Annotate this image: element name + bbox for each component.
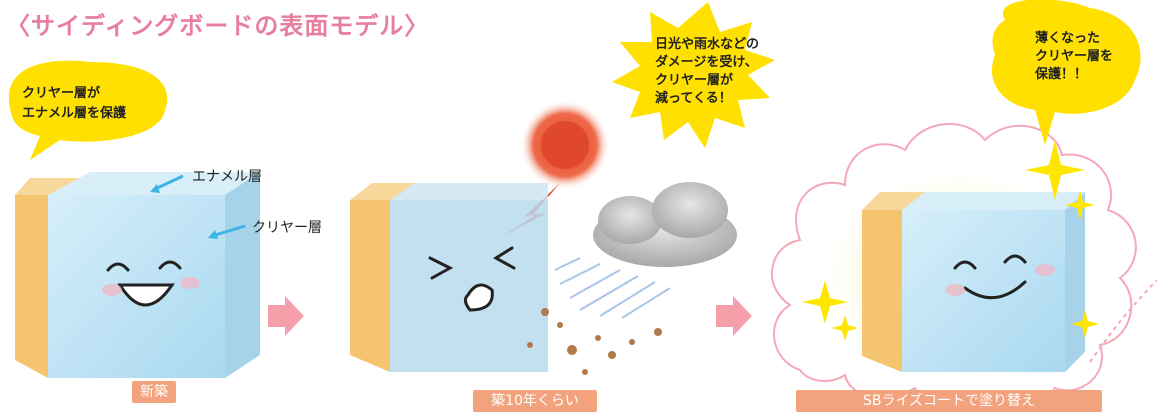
stage-label-recoated: SBライズコートで塗り替え [796,390,1102,412]
bubble-middle-line-4: 減ってくる！ [655,90,732,106]
sparkle-icon [802,140,1099,341]
bubble-right-line-1: 薄くなった [1035,30,1100,46]
cube-aged [350,183,548,372]
speech-bubble-left: クリヤー層が エナメル層を保護 [8,60,168,161]
callout-clear-label: クリヤー層 [252,220,322,236]
rain-cloud-icon [554,182,737,319]
cube-face-smile [106,260,182,307]
debris-particles [527,308,662,375]
callout-enamel: エナメル層 [150,169,262,193]
page-title: 〈サイディングボードの表面モデル〉 [6,12,430,40]
cube-recoated [862,192,1085,372]
speech-bubble-middle: 日光や雨水などの ダメージを受け、 クリヤー層が 減ってくる！ [612,2,775,148]
stage-label-new: 新築 [132,381,176,403]
stage-label-aged: 築10年くらい [473,390,597,412]
bubble-middle-line-1: 日光や雨水などの [655,36,759,52]
bubble-middle-line-3: クリヤー層が [655,72,733,88]
speech-bubble-right: 薄くなった クリヤー層を 保護！！ [991,0,1141,145]
bubble-left-line-1: クリヤー層が [22,85,100,101]
arrow-right-icon [268,296,304,336]
cube-face-happy [953,254,1027,300]
arrow-right-icon [716,296,752,336]
bubble-right-line-3: 保護！！ [1034,66,1087,82]
sun-icon [520,100,610,190]
bubble-middle-line-2: ダメージを受け、 [655,54,758,70]
bubble-left-line-2: エナメル層を保護 [22,105,127,121]
callout-clear: クリヤー層 [208,220,322,239]
bubble-right-line-2: クリヤー層を [1035,49,1113,64]
cube-face-pain [428,246,516,312]
callout-enamel-label: エナメル層 [192,169,262,185]
cube-new [15,172,260,378]
